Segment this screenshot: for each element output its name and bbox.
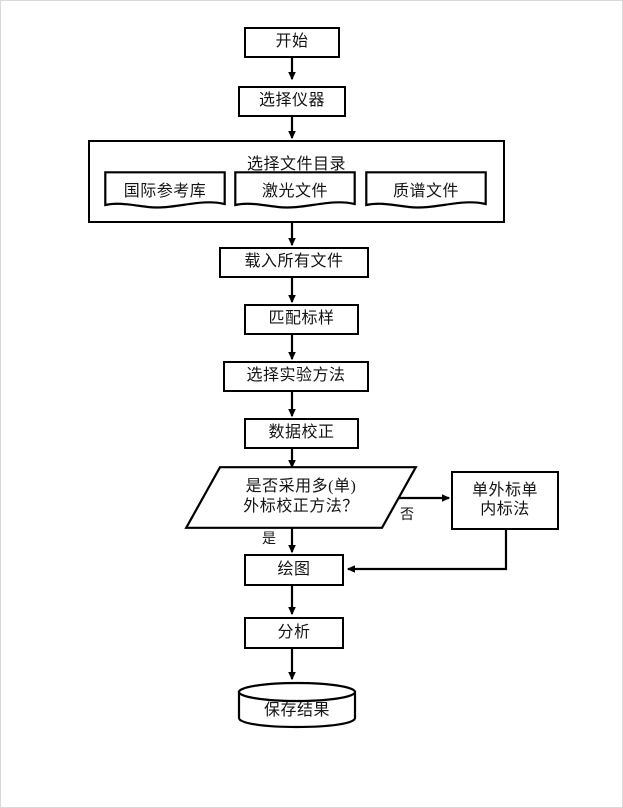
- node-decision-calibration[interactable]: 是否采用多(单) 外标校正方法？: [184, 465, 418, 530]
- node-save-results[interactable]: 保存结果: [237, 681, 357, 729]
- edge-single-to-plot: [346, 530, 508, 573]
- edge-label-no: 否: [400, 508, 415, 523]
- node-laser-file[interactable]: 激光文件: [234, 171, 356, 211]
- edge-label-yes: 是: [262, 532, 277, 547]
- node-start[interactable]: 开始: [244, 27, 340, 58]
- node-mass-spec-file[interactable]: 质谱文件: [365, 171, 487, 211]
- node-plot[interactable]: 绘图: [244, 554, 344, 586]
- select-file-directory-label: 选择文件目录: [246, 156, 346, 173]
- node-data-correction[interactable]: 数据校正: [244, 418, 359, 449]
- node-select-instrument[interactable]: 选择仪器: [238, 86, 346, 117]
- node-single-external-internal[interactable]: 单外标单 内标法: [451, 471, 559, 530]
- node-analyze[interactable]: 分析: [244, 617, 344, 649]
- node-select-experiment-method[interactable]: 选择实验方法: [223, 361, 369, 392]
- node-intl-reference-library[interactable]: 国际参考库: [104, 171, 226, 211]
- node-load-all-files[interactable]: 载入所有文件: [219, 247, 369, 278]
- node-match-standard[interactable]: 匹配标样: [244, 304, 359, 335]
